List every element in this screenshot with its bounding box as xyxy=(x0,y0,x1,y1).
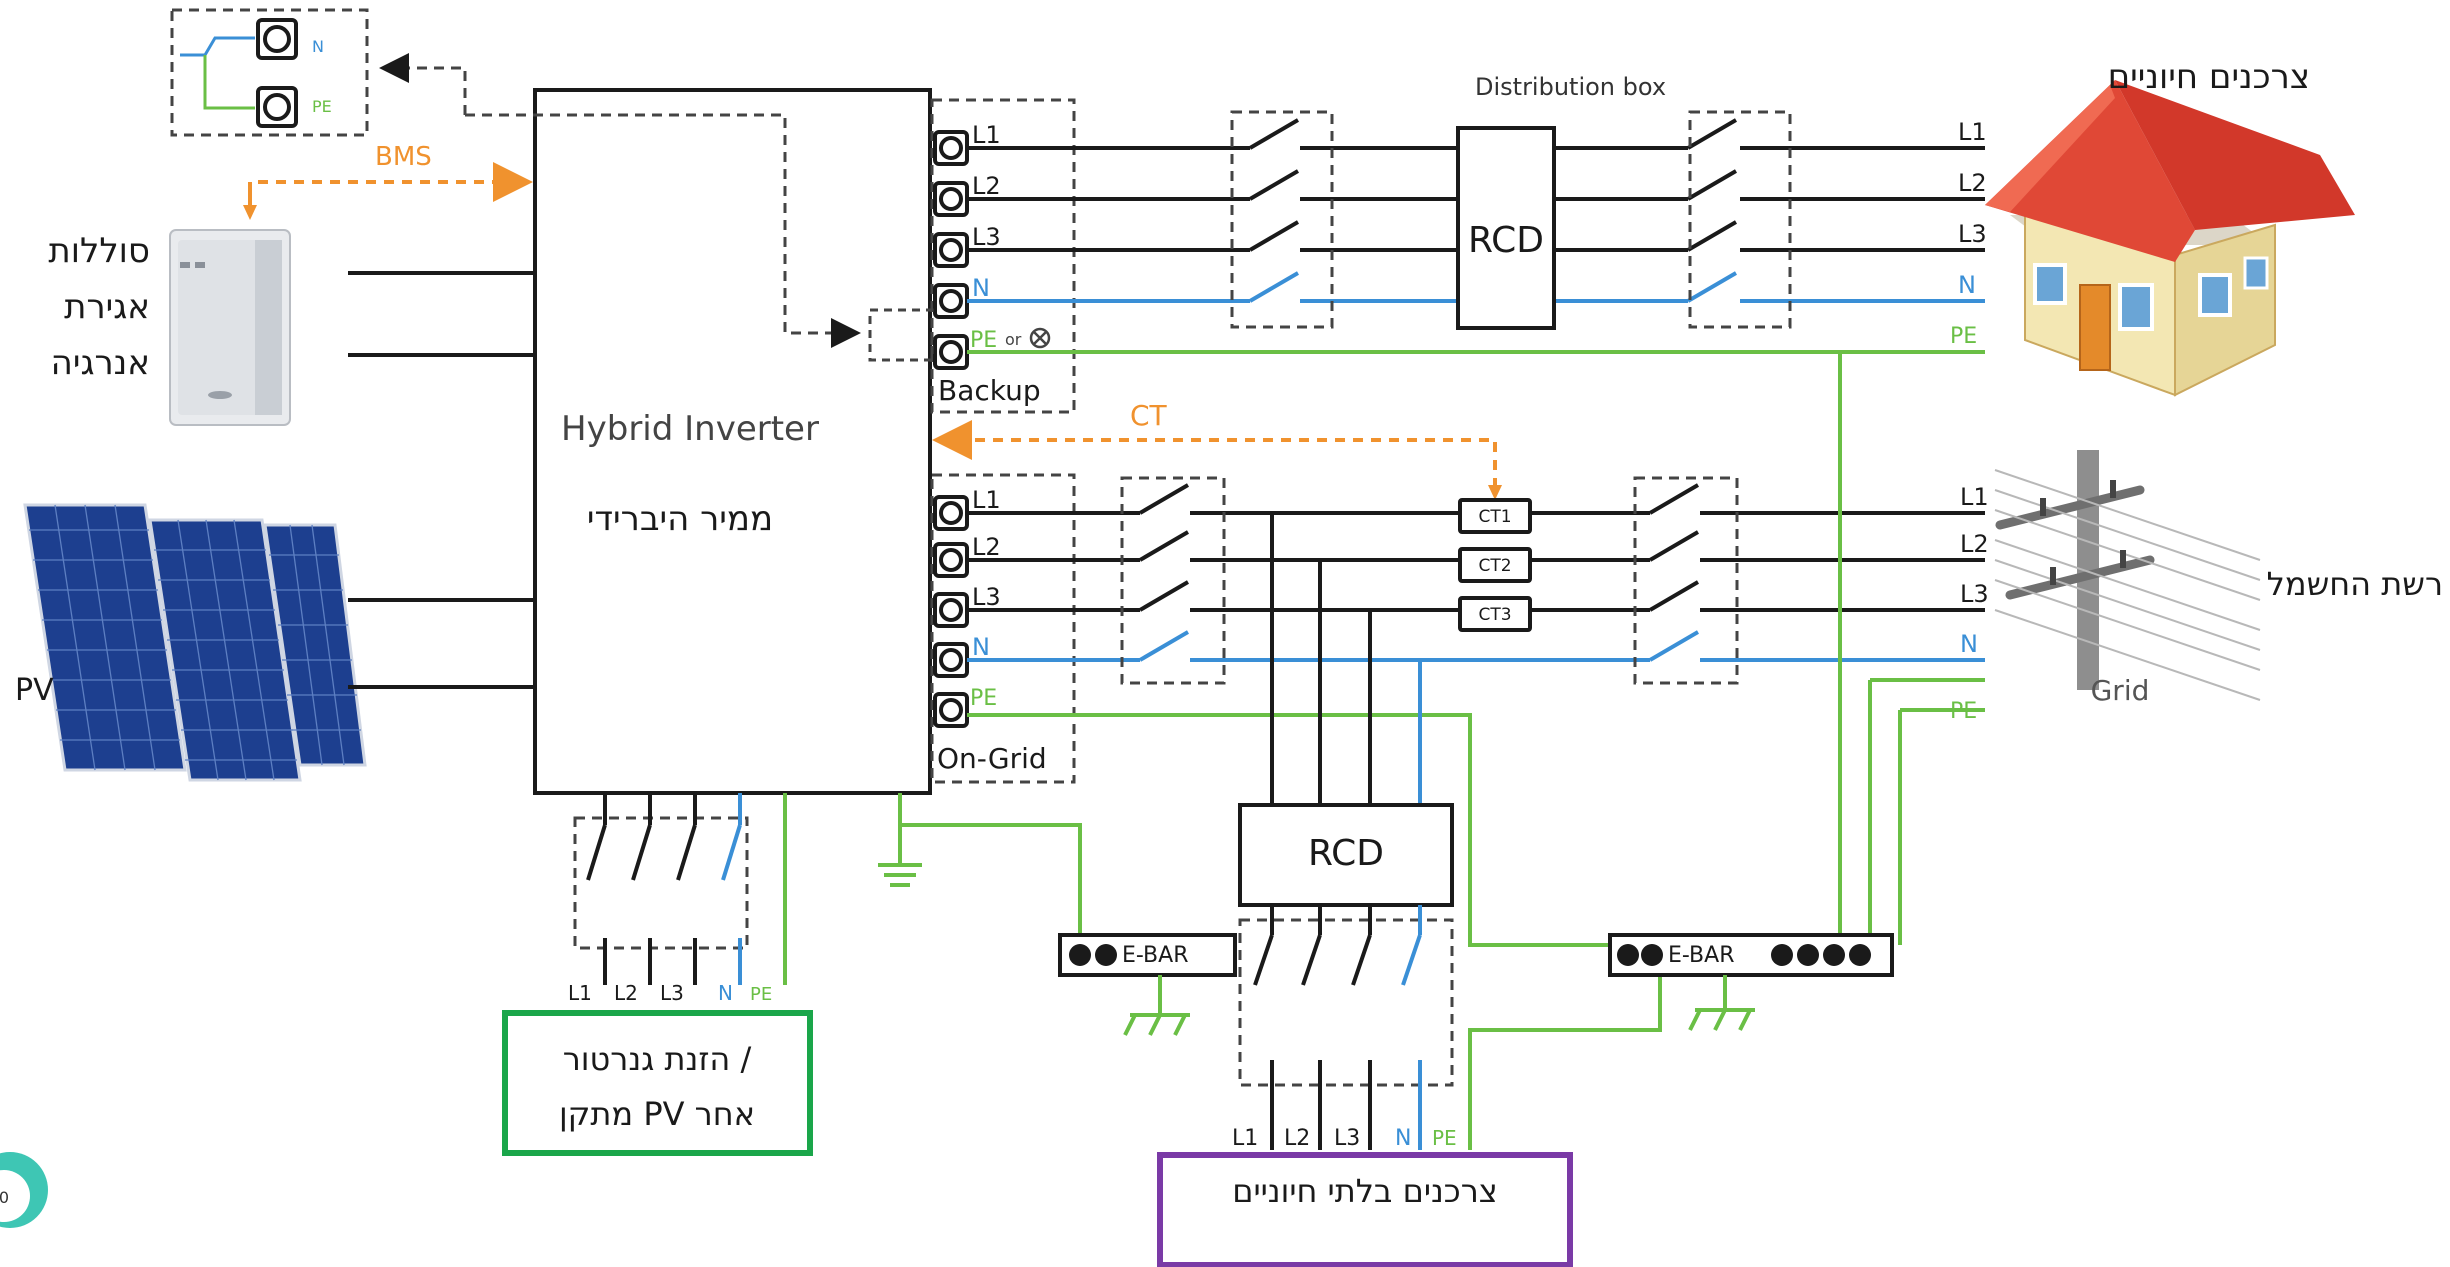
house-pe-label: PE xyxy=(1950,324,1977,349)
grid-l1-label: L1 xyxy=(1960,483,1989,511)
ebar-left xyxy=(1058,933,1237,977)
gen-l1-label: L1 xyxy=(568,981,592,1005)
page-number: 0 xyxy=(0,1188,9,1207)
pe-option-box xyxy=(868,308,934,362)
n-pe-legend: N PE xyxy=(170,8,369,137)
grid-he-label: רשת החשמל xyxy=(2267,565,2443,603)
ct2-label: CT2 xyxy=(1478,556,1511,576)
grid-n-label: N xyxy=(1960,630,1978,658)
gen-l3-label: L3 xyxy=(660,981,684,1005)
generator-label-line2: מתקן PV אחר xyxy=(559,1095,755,1133)
distribution-box-label: Distribution box xyxy=(1475,73,1666,101)
pv-panel-icon xyxy=(23,503,367,782)
battery-label-line1: סוללות xyxy=(48,231,150,271)
ongrid-label: On-Grid xyxy=(937,742,1047,775)
ebar-left-label: E-BAR xyxy=(1122,943,1188,968)
nonessential-loads-label: צרכנים בלתי חיוניים xyxy=(1232,1172,1498,1210)
house-icon xyxy=(1985,80,2355,397)
gen-pe-label: PE xyxy=(750,984,772,1005)
backup-l2-label: L2 xyxy=(972,172,1001,200)
ongrid-l1-label: L1 xyxy=(972,486,1001,514)
ongrid-pe-label: PE xyxy=(970,686,997,711)
grid-l3-label: L3 xyxy=(1960,580,1989,608)
rcd-top-label: RCD xyxy=(1468,220,1544,261)
backup-terminals: L1 L2 L3 N PE or Backup xyxy=(930,98,1076,414)
grid-pole-icon xyxy=(1994,450,2261,701)
ebar-left-terminals xyxy=(1069,944,1117,966)
battery-label-line2: אגירת xyxy=(64,287,150,327)
nonessential-feed xyxy=(1270,513,1422,805)
pe-option-arrow xyxy=(465,113,861,348)
inverter-ground-wiring xyxy=(878,793,1082,945)
rcd-bottom-label: RCD xyxy=(1308,833,1384,874)
nonessential-breaker xyxy=(1238,905,1662,1150)
nonessential-l2-label: L2 xyxy=(1284,1126,1310,1151)
grid-l2-label: L2 xyxy=(1960,530,1989,558)
backup-lines xyxy=(967,118,1985,354)
house-l2-label: L2 xyxy=(1958,169,1987,197)
grid-label: Grid xyxy=(2091,674,2150,707)
essential-loads-label: צרכנים חיוניים xyxy=(2108,57,2310,97)
ebar-left-ground-icon xyxy=(1123,975,1190,1036)
ground-symbol-icon xyxy=(1029,327,1051,349)
nonessential-loads-box xyxy=(1157,1152,1573,1267)
backup-label: Backup xyxy=(938,374,1041,407)
backup-or-label: or xyxy=(1005,330,1022,349)
backup-breaker-right xyxy=(1688,110,1792,329)
nonessential-l1-label: L1 xyxy=(1232,1126,1258,1151)
battery-icon xyxy=(169,229,291,426)
generator-label-line1: הזנת גנרטור / xyxy=(563,1040,752,1078)
house-l3-label: L3 xyxy=(1958,220,1987,248)
bms-arrow-down xyxy=(243,205,257,220)
generator-input-box xyxy=(502,1010,813,1156)
nonessential-l3-label: L3 xyxy=(1334,1126,1360,1151)
battery-label: סוללות אגירת אנרגיה xyxy=(48,231,150,383)
gen-n-label: N xyxy=(718,981,733,1005)
ct-label: CT xyxy=(1130,399,1168,432)
gen-l2-label: L2 xyxy=(614,981,638,1005)
hybrid-inverter-box xyxy=(533,88,932,795)
ct-boxes: CT1 CT2 CT3 xyxy=(1458,498,1532,632)
generator-breaker xyxy=(573,793,787,985)
ct-link xyxy=(932,420,1497,488)
backup-l3-label: L3 xyxy=(972,223,1001,251)
ebar-right-ground-icon xyxy=(1688,975,1755,1031)
hybrid-inverter-label-he: ממיר היברידי xyxy=(587,499,773,539)
backup-l1-label: L1 xyxy=(972,121,1001,149)
ebar-right-label: E-BAR xyxy=(1668,943,1734,968)
ongrid-n-label: N xyxy=(972,633,990,661)
grid-pe-lines xyxy=(1838,352,1985,945)
pv-label: PV xyxy=(15,673,54,708)
backup-n-label: N xyxy=(972,274,990,302)
nonessential-pe-label: PE xyxy=(1432,1126,1457,1150)
bms-label: BMS xyxy=(375,142,432,172)
legend-pe-label: PE xyxy=(312,97,332,116)
grid-pe-label: PE xyxy=(1950,699,1977,724)
ongrid-breaker-left xyxy=(1120,476,1226,685)
ongrid-l2-label: L2 xyxy=(972,533,1001,561)
backup-pe-label: PE xyxy=(970,328,997,353)
ongrid-terminals: L1 L2 L3 N PE On-Grid xyxy=(930,473,1076,784)
backup-breaker-left xyxy=(1230,110,1334,329)
page-number-badge: 0 xyxy=(0,1152,48,1228)
battery-label-line3: אנרגיה xyxy=(51,343,150,383)
grid-breaker-right xyxy=(1633,476,1739,685)
legend-arrow xyxy=(379,53,467,115)
rcd-top-box xyxy=(1456,126,1556,330)
nonessential-n-label: N xyxy=(1395,1126,1411,1151)
hybrid-inverter-label: Hybrid Inverter xyxy=(561,409,819,449)
ebar-right-terminals xyxy=(1617,944,1871,966)
house-n-label: N xyxy=(1958,271,1976,299)
ongrid-l3-label: L3 xyxy=(972,583,1001,611)
legend-n-label: N xyxy=(312,37,324,56)
rcd-bottom-box xyxy=(1238,803,1454,907)
house-l1-label: L1 xyxy=(1958,118,1987,146)
ct3-label: CT3 xyxy=(1478,605,1511,625)
ct1-label: CT1 xyxy=(1478,507,1511,527)
ct-arrow-down xyxy=(1488,485,1502,500)
bms-link xyxy=(248,162,533,210)
